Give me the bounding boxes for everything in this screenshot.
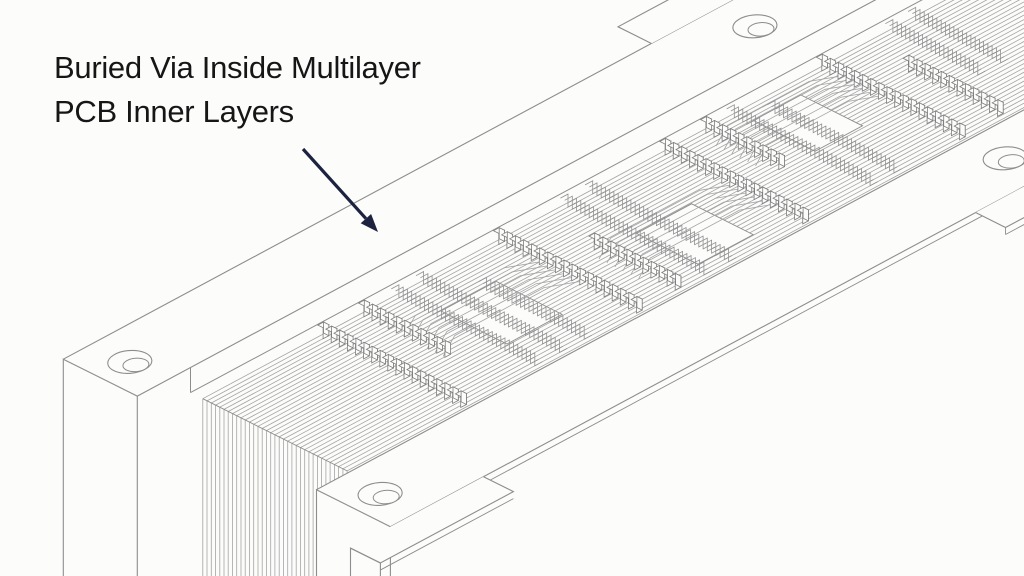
annotation-arrow-icon	[301, 147, 378, 232]
annotation-text: Buried Via Inside Multilayer PCB Inner L…	[54, 46, 421, 134]
annotation-line-1: Buried Via Inside Multilayer	[54, 50, 421, 85]
annotation-line-2: PCB Inner Layers	[54, 94, 294, 129]
